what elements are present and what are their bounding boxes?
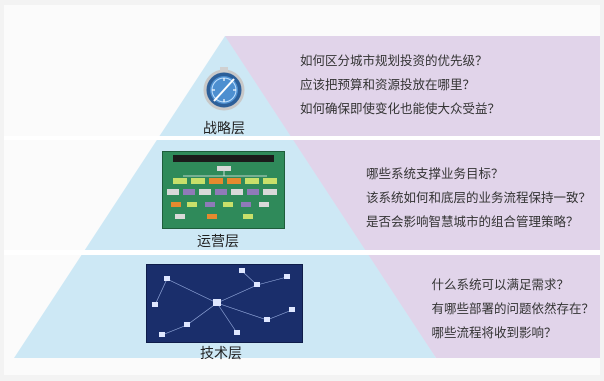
strategy-questions: 如何区分城市规划投资的优先级？ 应该把预算和资源投放在哪里？ 如何确保即使变化也… [300,49,500,121]
layer-label-strategy: 战略层 [203,121,245,137]
operations-questions: 哪些系统支撑业务目标？ 该系统如何和底层的业务流程保持一致？ 是否会影响智慧城市… [366,162,591,234]
question-item: 哪些系统支撑业务目标？ [365,166,504,181]
band-operations [290,139,600,250]
question-item: 是否会影响智慧城市的组合管理策略？ [365,214,579,229]
question-item: 有哪些部署的问题依然存在？ [431,301,594,316]
question-item: 应该把预算和资源投放在哪里？ [300,77,476,92]
layer-label-technology: 技术层 [200,346,242,362]
question-item: 什么系统可以满足需求？ [431,277,569,292]
org-chart-thumbnail [162,151,285,229]
compass-icon [203,67,245,111]
question-item: 哪些流程将收到影响？ [431,325,557,340]
band-technology [365,255,600,358]
separator-bottom [4,250,600,255]
network-diagram-thumbnail [146,264,303,343]
separator-top [4,136,600,140]
technology-questions: 什么系统可以满足需求？ 有哪些部署的问题依然存在？ 哪些流程将收到影响？ [431,273,594,345]
layer-label-operations: 运营层 [197,234,239,250]
question-item: 如何区分城市规划投资的优先级？ [300,53,488,68]
question-item: 该系统如何和底层的业务流程保持一致？ [365,190,591,205]
band-strategy [225,36,600,136]
question-item: 如何确保即使变化也能使大众受益？ [300,101,501,116]
